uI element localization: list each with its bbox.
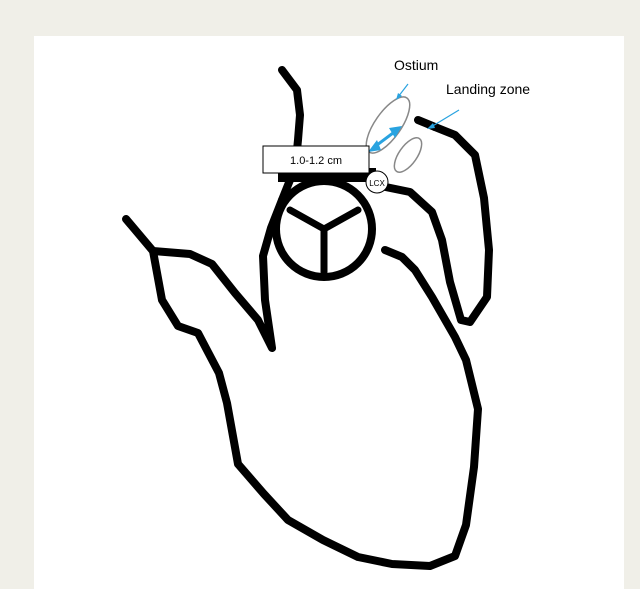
lcx-label: LCX bbox=[369, 179, 385, 188]
landing-zone-ellipse bbox=[389, 133, 427, 176]
landing-zone-pointer bbox=[431, 110, 459, 127]
measurement-label: 1.0-1.2 cm bbox=[290, 155, 342, 167]
atrial-appendage bbox=[153, 200, 282, 348]
ostium-label: Ostium bbox=[394, 57, 438, 73]
landing-zone-label: Landing zone bbox=[446, 81, 530, 97]
